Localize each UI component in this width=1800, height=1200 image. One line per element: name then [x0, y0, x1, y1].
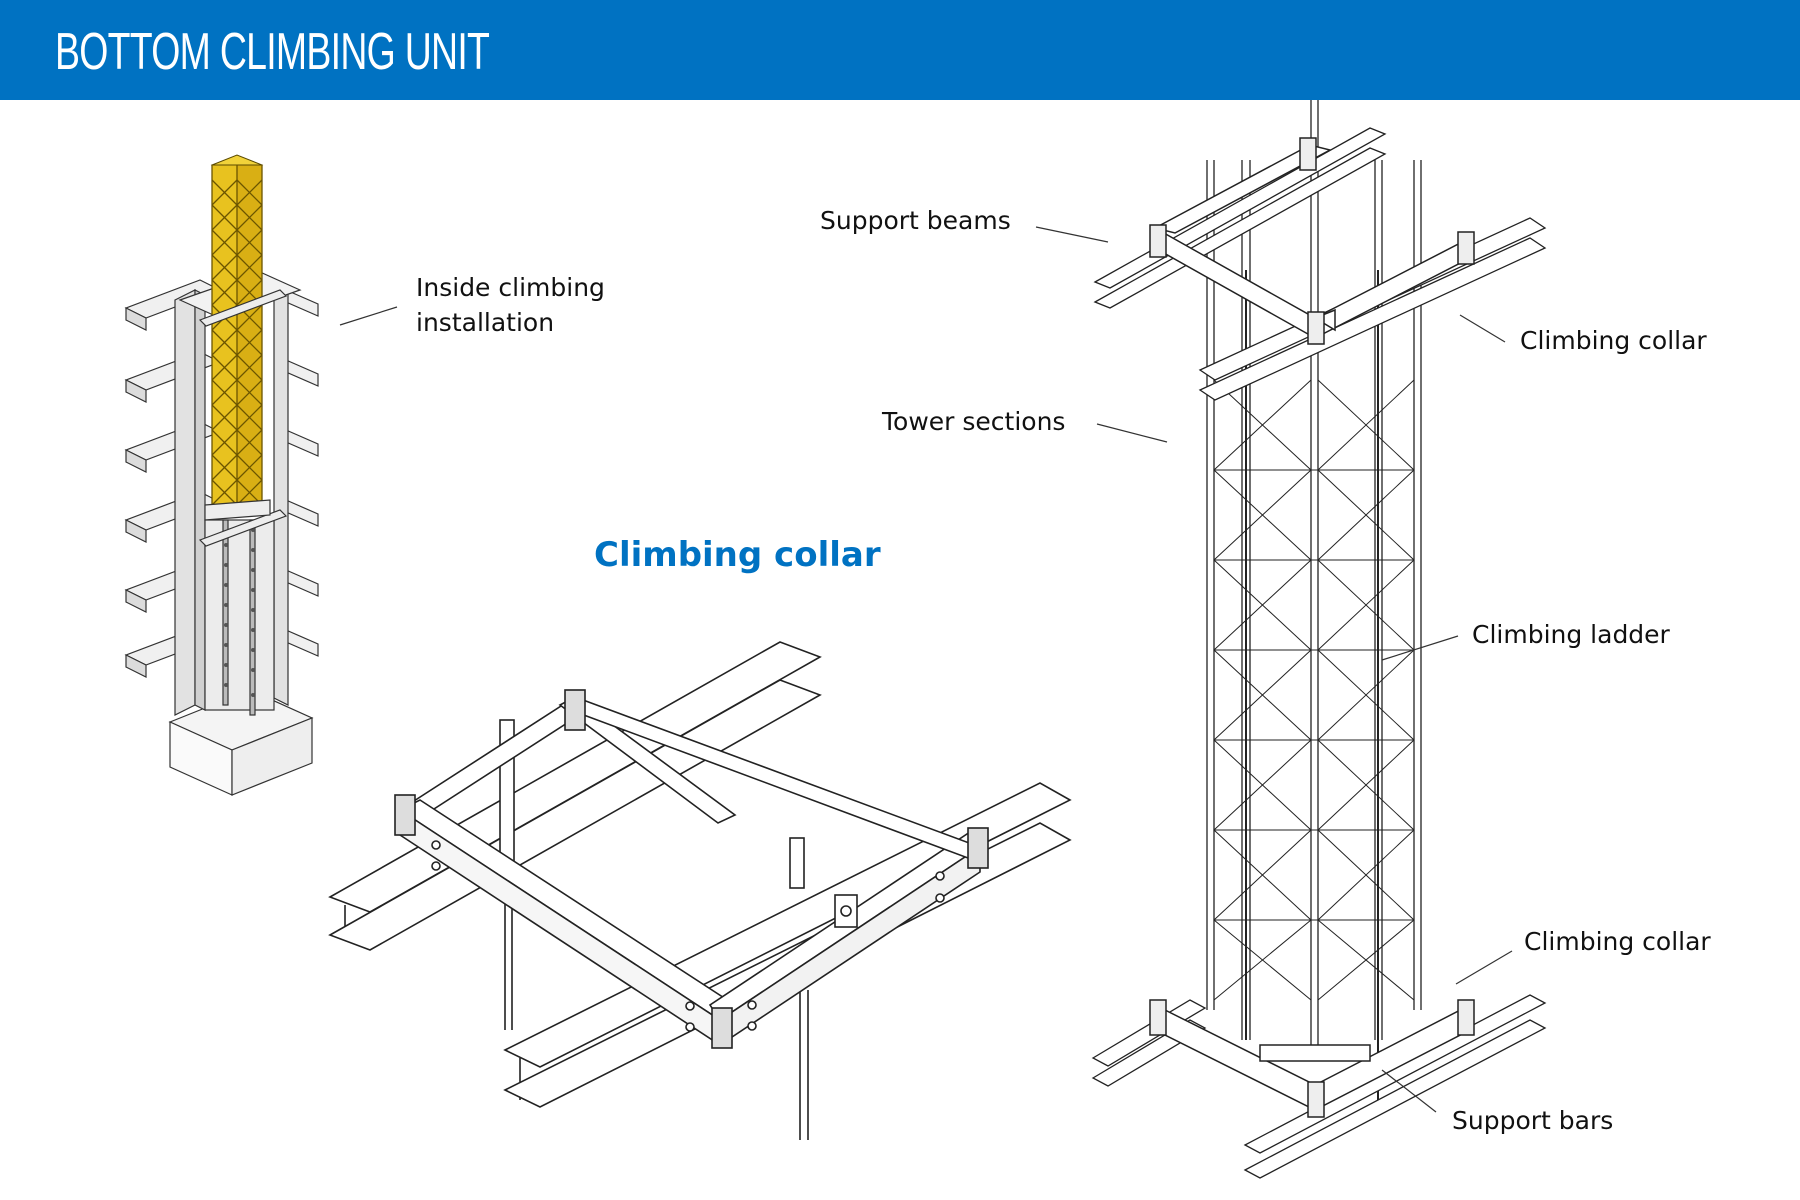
climbing-collar-illustration [328, 641, 1072, 1140]
leader-line-climbing-ladder [1381, 635, 1459, 661]
label-inside-climbing: Inside climbing installation [416, 270, 605, 340]
label-climbing-collar-bottom: Climbing collar [1524, 927, 1711, 956]
leader-lines [1035, 226, 1513, 1113]
wedge-bolt [840, 905, 852, 917]
climbing-collar-heading: Climbing collar [594, 535, 881, 575]
label-inside-climbing-line2: installation [416, 308, 555, 337]
bottom-collar-frame [1149, 999, 1475, 1118]
leader-line-support-beams [1035, 226, 1109, 243]
bolt-holes [431, 840, 945, 1032]
label-climbing-collar-top: Climbing collar [1520, 326, 1707, 355]
leader-line-support-bars [1381, 1069, 1437, 1113]
label-inside-climbing-line1: Inside climbing [416, 273, 605, 302]
label-climbing-ladder: Climbing ladder [1472, 620, 1670, 649]
leader-line-climbing-collar-bottom [1455, 950, 1513, 985]
tower-lattice [211, 165, 263, 506]
top-support-beams [1093, 127, 1547, 401]
support-bar [1259, 1044, 1371, 1062]
label-support-beams: Support beams [820, 206, 1011, 235]
label-support-bars: Support bars [1452, 1106, 1614, 1135]
ladder-plate [789, 837, 805, 889]
support-beams-left [198, 289, 288, 547]
header-bar: BOTTOM CLIMBING UNIT [0, 0, 1800, 100]
tower-verticals [1206, 100, 1422, 1060]
leader-line-tower-sections [1096, 423, 1168, 443]
collar-frame [398, 696, 982, 1047]
corner-clamps [394, 689, 989, 1049]
tower-lattice [1213, 379, 1415, 1001]
leader-line-climbing-collar-top [1459, 314, 1506, 343]
foundation-block [168, 689, 314, 796]
page-title: BOTTOM CLIMBING UNIT [55, 23, 490, 81]
inside-climbing-illustration [124, 154, 319, 796]
label-tower-sections: Tower sections [882, 407, 1066, 436]
leader-line-inside-climbing [339, 306, 398, 326]
tower-illustration [1091, 100, 1547, 1179]
rail-holes [224, 528, 255, 697]
top-collar-frame [1149, 137, 1475, 345]
climbing-ladder-rails [1245, 270, 1379, 1110]
